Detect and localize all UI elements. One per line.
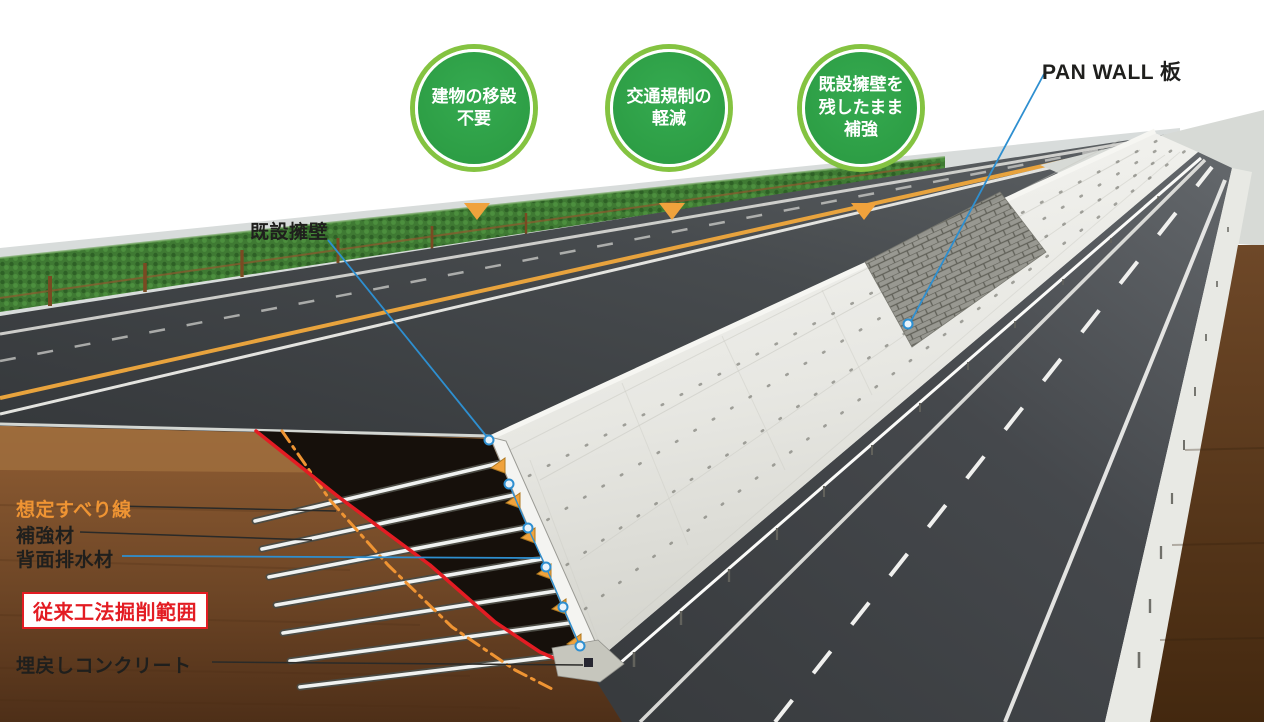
upper-road <box>0 133 1175 440</box>
badge-text-line: 建物の移設 <box>431 86 517 106</box>
label-assumed-slip-line: 想定すべり線 <box>16 500 132 521</box>
benefit-badge-traffic-control: 交通規制の 軽減 <box>610 49 728 167</box>
retaining-wall-face <box>488 128 1198 668</box>
lower-road <box>588 152 1232 722</box>
label-back-drainage-material: 背面排水材 <box>16 550 114 571</box>
assumed-slip-line <box>280 429 558 693</box>
pointer-triangle-icon <box>659 203 685 220</box>
slip-line-leader <box>117 505 337 512</box>
label-reinforcement-material: 補強材 <box>16 526 75 547</box>
right-soil-corner <box>1150 245 1264 722</box>
badge-text-line: 交通規制の <box>626 86 712 106</box>
benefit-badge-building-relocation: 建物の移設 不要 <box>415 49 533 167</box>
point-marker-icon <box>522 522 534 534</box>
right-guardrail <box>1105 168 1252 722</box>
square-marker-icon <box>584 658 593 667</box>
existing-wall-leader <box>327 239 488 438</box>
benefit-badge-keep-existing-wall: 既設擁壁を 残したまま 補強 <box>802 49 920 167</box>
wall-base-guardrail <box>603 156 1202 679</box>
badge-text-line: 残したまま <box>818 97 904 117</box>
label-pan-wall-board: PAN WALL 板 <box>1042 61 1182 84</box>
badge-text-line: 不要 <box>457 109 491 128</box>
existing-masonry-patch <box>864 191 1047 348</box>
label-backfill-concrete: 埋戻しコンクリート <box>16 656 192 677</box>
badge-text-line: 軽減 <box>652 109 686 128</box>
label-conventional-excavation-range: 従来工法掘削範囲 <box>22 592 208 629</box>
point-marker-icon <box>557 601 569 613</box>
pan-wall-leader <box>910 73 1045 322</box>
drainage-markers <box>503 478 586 652</box>
pointer-triangle-icon <box>851 203 877 220</box>
pointer-triangle-icon <box>464 203 490 220</box>
badge-text-line: 既設擁壁を <box>818 75 904 95</box>
drainage-leader <box>121 555 541 559</box>
point-marker-icon <box>483 434 495 446</box>
reinforcement-leader <box>79 531 313 541</box>
leader-lines <box>79 73 1045 667</box>
label-existing-wall: 既設擁壁 <box>250 222 329 243</box>
point-marker-icon <box>574 640 586 652</box>
point-marker-icon <box>902 318 914 330</box>
badge-text-line: 補強 <box>844 120 878 140</box>
backfill-leader <box>211 661 584 666</box>
point-marker-icon <box>540 561 552 573</box>
point-marker-icon <box>503 478 515 490</box>
